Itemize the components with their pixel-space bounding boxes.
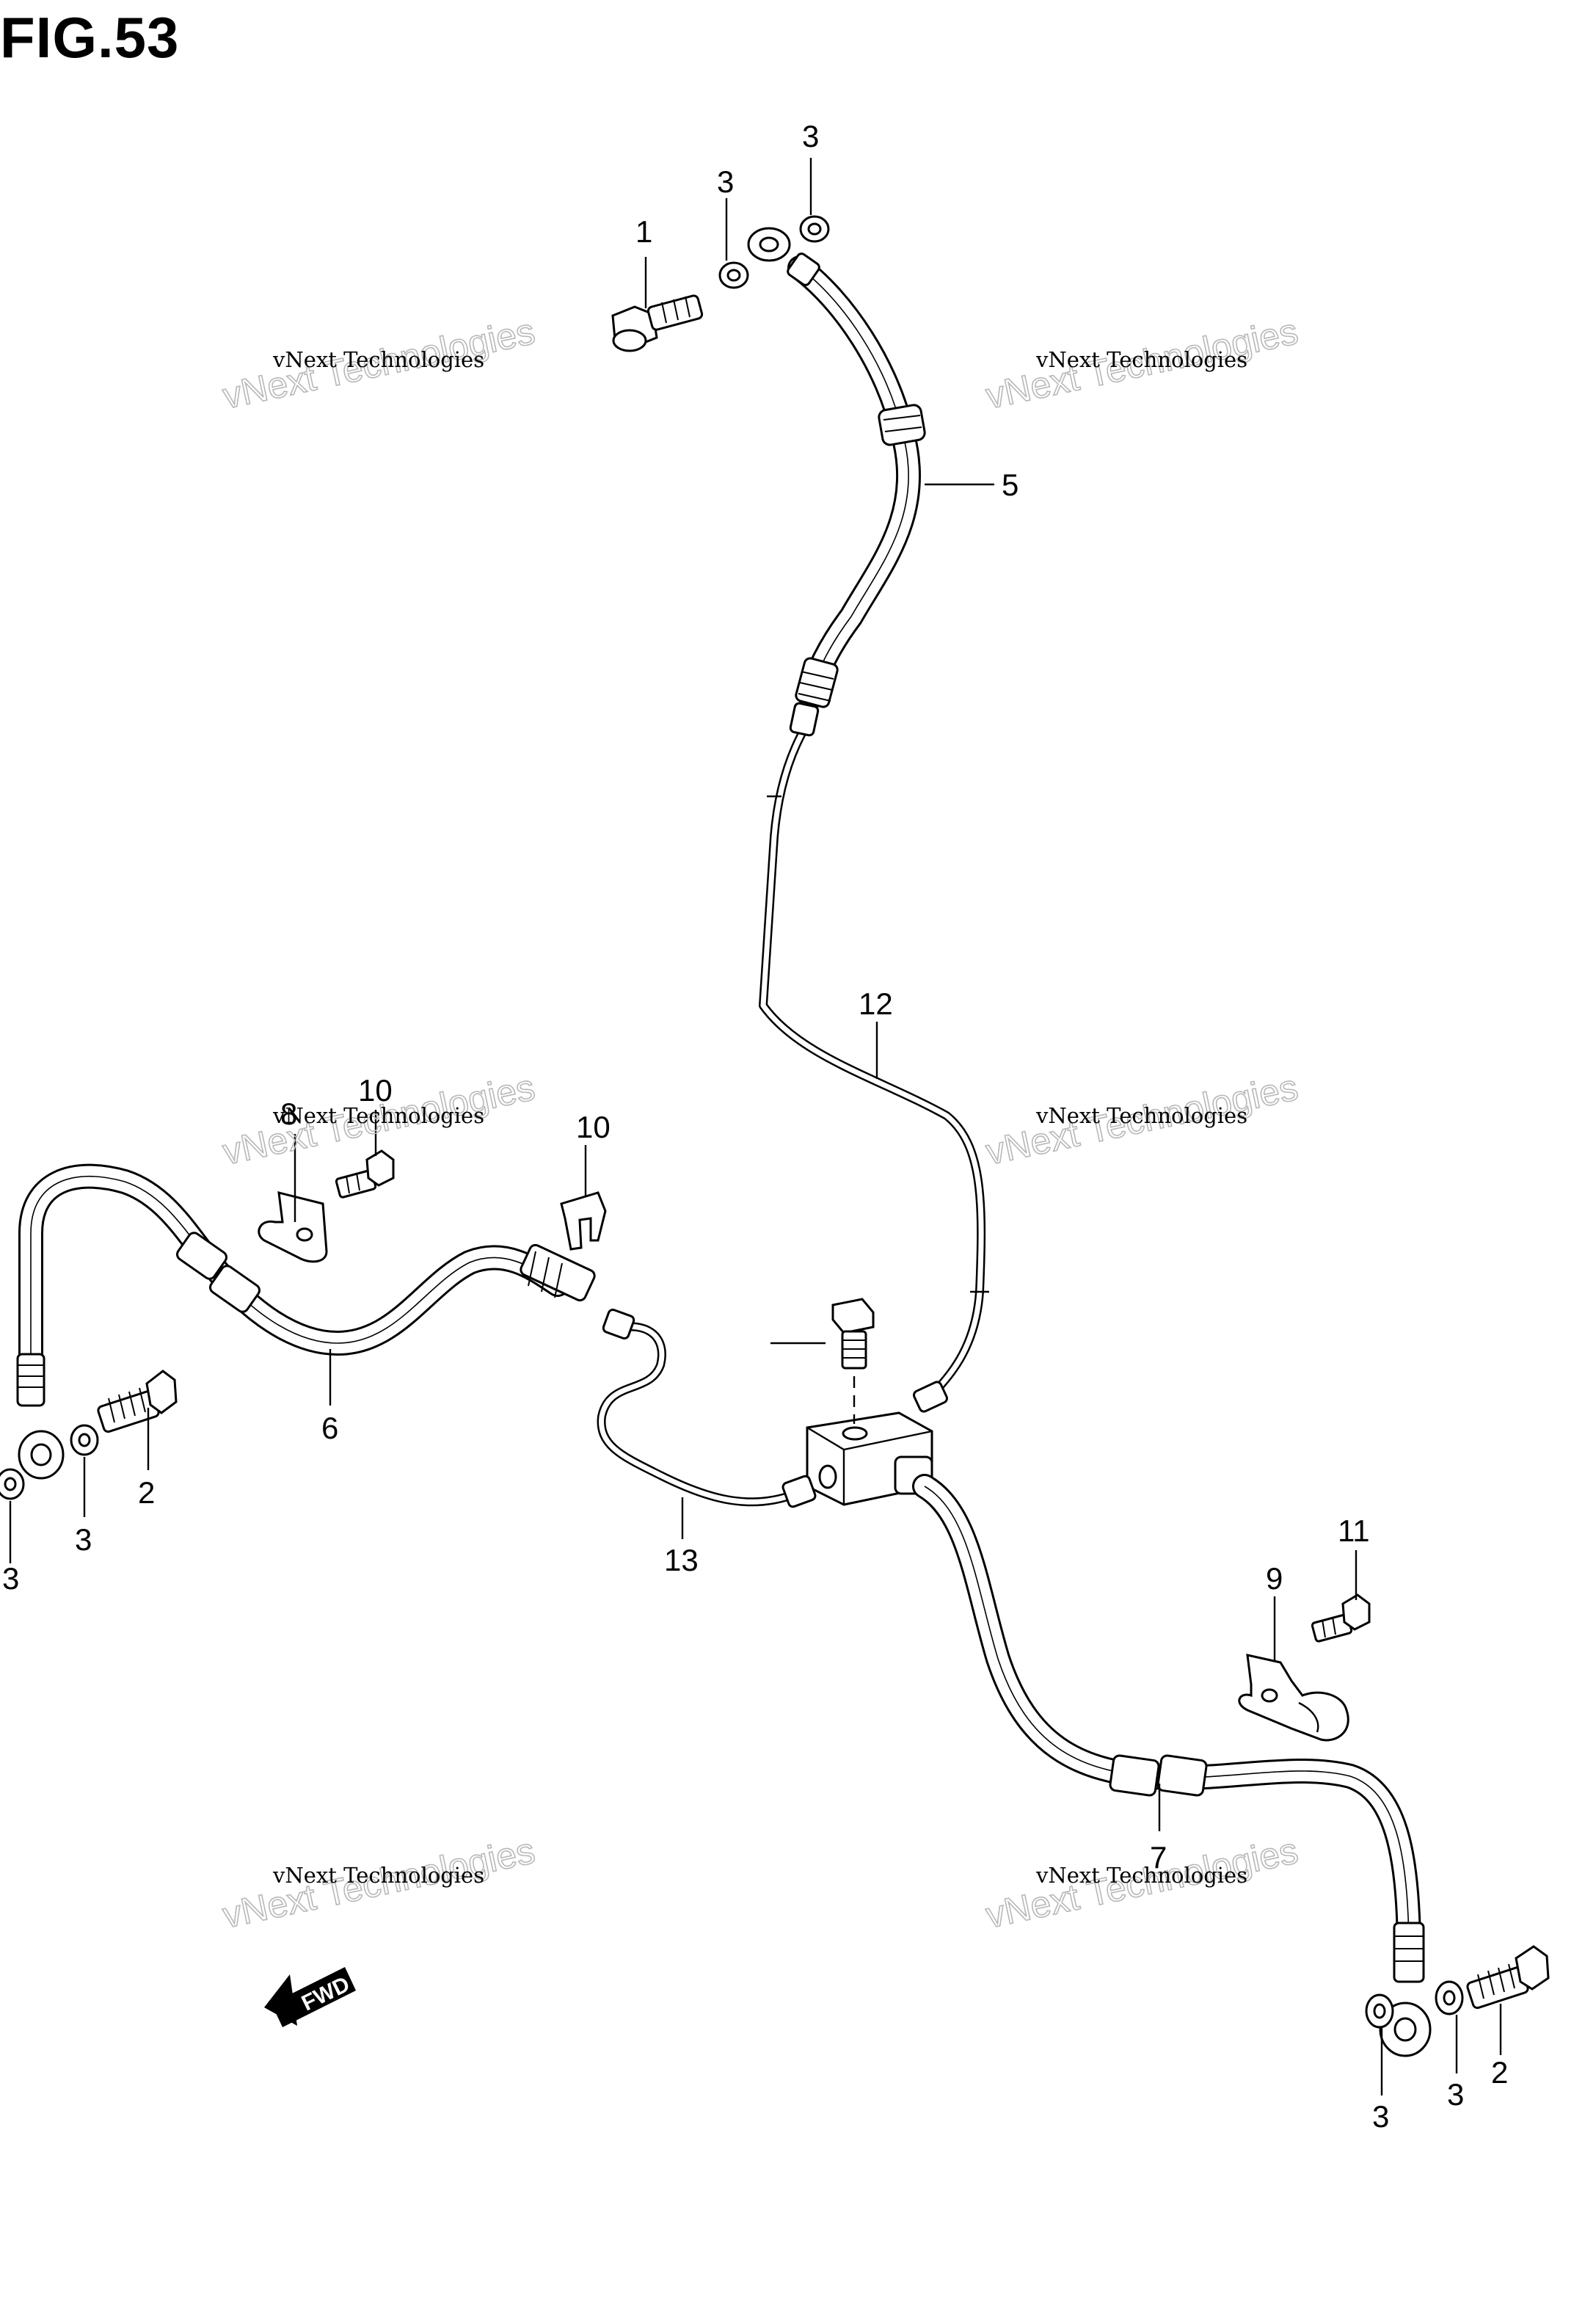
union-bolt-2-right[interactable] (1466, 1945, 1550, 2010)
hose-clip-9[interactable] (560, 1191, 607, 1251)
callout-9: 10 (576, 1110, 611, 1144)
union-bolt-2-left[interactable] (97, 1370, 178, 1433)
callout-2: 2 (138, 1475, 155, 1510)
callout-4: 5 (1002, 468, 1019, 502)
callout-6: 7 (1150, 1840, 1167, 1875)
watermark-text: vNext Technologies (1035, 1103, 1247, 1128)
bolt-10-right[interactable] (1311, 1593, 1371, 1643)
bolt-10-left[interactable] (335, 1149, 395, 1199)
gasket-washers[interactable] (0, 215, 1464, 2029)
hose-clamp-7[interactable] (258, 1191, 328, 1263)
union-bolt-1[interactable] (611, 294, 704, 352)
brake-joint-block[interactable] (806, 1411, 933, 1506)
leader-lines (9, 158, 1502, 2095)
watermark-text: vNext Technologies (1035, 347, 1247, 372)
callout-10: 11 (1338, 1513, 1370, 1548)
callout-1: 1 (635, 214, 652, 249)
watermark-text: vNext Technologies (272, 1103, 484, 1128)
callout-2: 2 (1491, 2055, 1508, 2090)
watermark-text: vNext Technologies (1035, 1863, 1247, 1888)
callout-3: 3 (75, 1522, 92, 1557)
brake-pipe-12[interactable] (597, 1308, 817, 1508)
watermark-text: vNext Technologies (272, 1863, 484, 1888)
brake-hose-right[interactable] (912, 1474, 1432, 2057)
callout-3: 3 (1447, 2077, 1464, 2112)
callout-3: 3 (802, 119, 819, 153)
joint-bolt-13[interactable] (831, 1298, 875, 1424)
forward-direction-badge: FWD (264, 1967, 356, 2027)
hose-clamp-8[interactable] (1238, 1654, 1349, 1742)
callout-11: 12 (859, 986, 893, 1021)
callout-3: 3 (1372, 2099, 1389, 2134)
callout-3: 3 (717, 164, 734, 199)
figure-title: FIG.53 (0, 5, 180, 70)
callout-5: 6 (321, 1411, 338, 1445)
callout-7: 8 (280, 1097, 297, 1131)
watermark-text: vNext Technologies (272, 347, 484, 372)
brake-hose-left[interactable] (16, 1163, 597, 1480)
callout-10: 10 (358, 1073, 393, 1108)
brake-hose-upper[interactable] (747, 227, 926, 710)
watermarks: vNext Technologies vNext Technologies vN… (219, 310, 1302, 1936)
callout-labels: 1 3 3 5 6 2 3 3 8 10 10 12 13 9 11 7 2 3… (2, 119, 1508, 2134)
callout-12: 13 (664, 1543, 699, 1577)
brake-pipe-11[interactable] (759, 702, 989, 1413)
callout-8: 9 (1266, 1561, 1283, 1596)
callout-3: 3 (2, 1561, 19, 1596)
